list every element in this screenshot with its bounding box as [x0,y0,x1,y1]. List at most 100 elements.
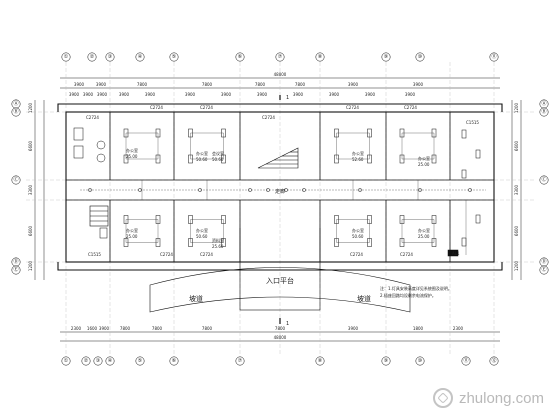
dimension-text: 48000 48000 [274,72,287,340]
top-span-7: 3900 [348,82,359,87]
bottom-span-2: 1600 [87,326,98,331]
axis-bottom-4-label: ④ [108,358,113,364]
circuit-wire [401,132,435,160]
axis-bottom-10-label: ⑩ [418,358,423,364]
axis-top-5: ⑤ [169,52,179,62]
axis-top-6-label: ⑥ [238,54,243,60]
top-span-1: 3900 [74,82,85,87]
axis-top-7: ⑦ [275,52,285,62]
bottom-span-1: 2300 [71,326,82,331]
top-sub-span-12: 3900 [405,92,416,97]
axis-bottom-1-label: ① [64,358,69,364]
circuit-wire [336,132,370,160]
stair [89,147,299,227]
room-area-8: 25.60 [212,244,224,249]
axis-bottom-7: ⑦ [235,356,245,366]
axis-top-4-label: ④ [138,54,143,60]
ceiling-light [475,149,481,159]
ceiling-light [461,129,467,139]
axis-top-1: ① [61,52,71,62]
left-span-4: 6600 [28,225,33,236]
ceiling-light [461,169,467,179]
axis-left-4-label: Ⓓ [13,258,18,265]
axis-grid [26,62,534,356]
window-tag-4: C2724 [262,115,275,120]
axis-bottom-4: ④ [105,356,115,366]
room-area-7: 50.60 [196,234,208,239]
ramp-right-label: 坡道 [357,294,371,303]
top-sub-span-10: 3900 [329,92,340,97]
axis-left-2-label: Ⓑ [13,108,18,115]
overall-width-bottom: 48000 [274,335,287,340]
watermark: zhulong.com [432,388,544,408]
bottom-span-4: 7800 [120,326,131,331]
bottom-span-10: 2300 [453,326,464,331]
axis-bottom-12: ⑫ [489,356,499,366]
axis-right-3-label: Ⓒ [541,176,546,183]
room-label-8: 资料室 [212,237,224,243]
section-label-bottom: 1 [286,321,289,327]
left-span-2: 6600 [28,140,33,151]
axis-bottom-8-label: ⑧ [318,358,323,364]
room-label-10: 办公室 [418,227,430,233]
axis-right-3: Ⓒ [539,175,549,185]
axis-bottom-7-label: ⑦ [238,358,243,364]
circuit-wire [125,132,159,160]
bottom-span-5: 7800 [152,326,163,331]
axis-bottom-11-label: ⑪ [463,357,468,364]
room-area-6: 25.00 [126,234,138,239]
axis-right-5-label: Ⓔ [541,266,546,273]
room-label-7: 办公室 [196,227,208,233]
top-sub-span-8: 3900 [257,92,268,97]
axis-top-9: ⑨ [381,52,391,62]
axis-bottom-6: ⑥ [169,356,179,366]
circuit-wire [401,219,435,243]
axis-top-10-label: ⑩ [418,54,423,60]
section-marks: 1 1 [279,95,289,327]
axis-top-7-label: ⑦ [278,54,283,60]
note-1: 注：1.灯具安装高度详见系统图及说明。 [380,285,452,291]
circuit-wire [336,219,370,243]
zhulong-logo-icon [432,388,453,408]
axis-right-4: Ⓓ [539,257,549,267]
top-span-8: 3900 [413,82,424,87]
axis-right-1-label: Ⓐ [541,100,546,107]
axis-top-1-label: ① [64,54,69,60]
axis-bottom-9-label: ⑨ [384,358,388,364]
ceiling-light [461,237,467,247]
bottom-span-9: 1800 [413,326,424,331]
top-sub-span-2: 3900 [83,92,94,97]
axis-top-2: ② [87,52,97,62]
overall-width-top: 48000 [274,72,287,77]
top-sub-span-1: 3900 [69,92,80,97]
axis-bottom-6-label: ⑥ [172,358,177,364]
room-area-9: 50.60 [352,234,364,239]
room-area-10: 25.00 [418,234,430,239]
room-label-4: 办公室 [352,150,364,156]
axis-bottom-10: ⑩ [415,356,425,366]
axis-top-2-label: ② [90,54,95,60]
room-label-1: 办公室 [126,147,138,153]
top-sub-span-11: 3900 [365,92,376,97]
axis-bottom-2-label: ② [84,358,89,364]
window-tag-5: C2724 [346,105,359,110]
window-tag-3: C2724 [200,105,213,110]
axis-left-5-label: Ⓔ [13,266,18,273]
axis-right-4-label: Ⓓ [541,258,546,265]
window-tag-12: C1515 [88,252,101,257]
top-sub-span-4: 3900 [119,92,130,97]
axis-bottom-5: ⑤ [135,356,145,366]
axis-bottom-2: ② [81,356,91,366]
top-sub-span-7: 3900 [221,92,232,97]
note-2: 2.插座回路均设剩余电流保护。 [380,292,436,298]
room-area-4: 52.60 [352,157,364,162]
labels: 走廊 入口平台 坡道 坡道 AL1 注：1.灯具安装高度详见系统图及说明。 2.… [189,188,460,303]
room-area-1: 25.00 [126,154,138,159]
bottom-span-7: 7800 [275,326,286,331]
window-tag-9: C2724 [350,252,363,257]
top-span-6: 7800 [295,82,306,87]
left-span-5: 1200 [28,260,33,271]
axis-bottom-11: ⑪ [461,356,471,366]
